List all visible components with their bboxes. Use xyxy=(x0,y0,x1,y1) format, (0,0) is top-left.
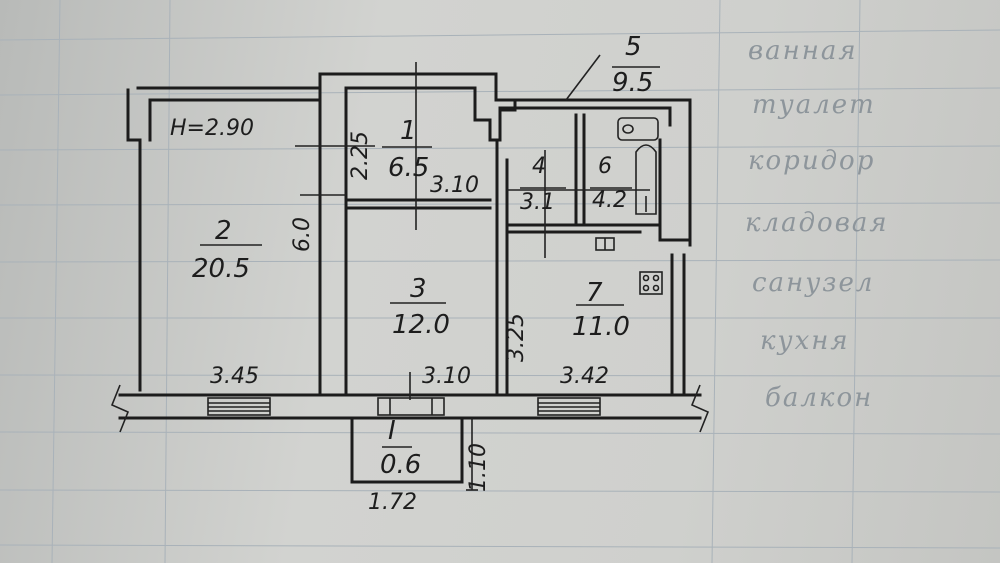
dim-balcony-width: 1.72 xyxy=(368,490,417,515)
room-1-area: 6.5 xyxy=(388,153,430,183)
room-7-area: 11.0 xyxy=(572,312,630,342)
room-2-area: 20.5 xyxy=(192,254,250,284)
room-4-area: 3.1 xyxy=(520,190,555,215)
bg-word-7: балкон xyxy=(765,383,874,413)
bg-word-6: кухня xyxy=(760,326,850,356)
bg-word-2: туалет xyxy=(752,90,876,120)
dim-room3-width-bottom: 3.10 xyxy=(422,364,471,389)
fixtures xyxy=(595,117,663,295)
balcony-area: 0.6 xyxy=(380,450,422,480)
dim-room2-width: 3.45 xyxy=(210,364,259,389)
balcony xyxy=(350,416,478,491)
room-3-area: 12.0 xyxy=(392,310,450,340)
room-1-number: 1 xyxy=(400,116,417,146)
bg-word-1: ванная xyxy=(748,36,858,66)
fraction-bars xyxy=(200,66,660,448)
room-7-number: 7 xyxy=(586,278,603,308)
bg-word-5: санузел xyxy=(752,268,875,298)
room-4-number: 4 xyxy=(532,154,546,179)
bg-word-4: кладовая xyxy=(745,208,889,238)
room-3-number: 3 xyxy=(410,274,427,304)
ceiling-height-label: H=2.90 xyxy=(170,116,254,141)
dim-room3-depth: 3.25 xyxy=(504,313,529,362)
dim-room1-width: 3.10 xyxy=(430,173,479,198)
dim-room2-depth: 6.0 xyxy=(290,217,315,252)
bg-word-3: коридор xyxy=(748,146,876,176)
windows xyxy=(207,397,601,416)
dim-room1-depth: 2.25 xyxy=(348,131,373,180)
balcony-number: I xyxy=(388,416,396,446)
room-2-number: 2 xyxy=(215,216,232,246)
walls xyxy=(110,72,710,433)
dim-balcony-depth: 1.10 xyxy=(466,443,491,492)
room-5-number: 5 xyxy=(625,32,642,62)
room-6-number: 6 xyxy=(598,154,612,179)
room-5-area: 9.5 xyxy=(612,68,654,98)
dim-room7-width: 3.42 xyxy=(560,364,609,389)
dimension-lines xyxy=(295,54,650,400)
room-6-area: 4.2 xyxy=(592,188,627,213)
